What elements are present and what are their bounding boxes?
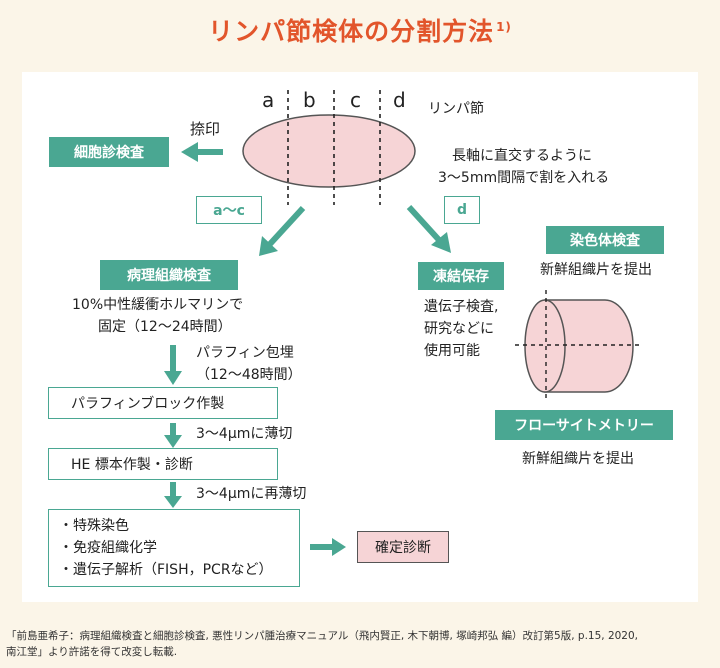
tag-a-to-c: a〜c xyxy=(196,196,262,224)
cylinder-face xyxy=(524,299,566,393)
reference-citation: 「前島亜希子：病理組織検査と細胞診検査, 悪性リンパ腫治療マニュアル（飛内賢正,… xyxy=(6,628,718,660)
special-item-genetic: ・遺伝子解析（FISH，PCRなど） xyxy=(59,562,273,578)
flow-cytometry-box: フローサイトメトリー xyxy=(495,410,673,440)
lymph-node-ellipse xyxy=(242,114,416,188)
frozen-storage-box: 凍結保存 xyxy=(418,262,504,290)
histology-box: 病理組織検査 xyxy=(100,260,238,290)
reference-line2: 南江堂」より許諾を得て改変し転載. xyxy=(6,646,178,658)
flow-arrow-1-head xyxy=(164,371,182,385)
cut-letter-b: b xyxy=(303,88,316,112)
chromosome-note: 新鮮組織片を提出 xyxy=(540,262,652,278)
cut-instruction-line2: 3〜5mm間隔で割を入れる xyxy=(438,170,610,186)
final-diagnosis-box: 確定診断 xyxy=(357,531,449,563)
imprint-arrow-head xyxy=(181,142,198,162)
flow-arrow-2-shaft xyxy=(170,423,176,437)
tag-d: d xyxy=(444,196,480,224)
paraffin-line1: パラフィン包埋 xyxy=(196,345,294,361)
flow-arrow-2-head xyxy=(164,435,182,448)
fixation-line2: 固定（12〜24時間） xyxy=(98,319,232,335)
paraffin-line2: （12〜48時間） xyxy=(196,367,302,383)
flow-cytometry-note: 新鮮組織片を提出 xyxy=(522,451,634,467)
cut-letter-a: a xyxy=(262,88,275,112)
final-arrow-shaft xyxy=(310,544,334,550)
frozen-line2: 研究などに xyxy=(424,321,494,337)
paraffin-block-box: パラフィンブロック作製 xyxy=(48,387,278,419)
flow-arrow-3-head xyxy=(164,496,182,508)
cut-step-2: 3〜4μmに再薄切 xyxy=(196,486,307,502)
fixation-line1: 10%中性緩衝ホルマリンで xyxy=(72,297,244,313)
he-stain-box: HE 標本作製・診断 xyxy=(48,448,278,480)
imprint-label: 捺印 xyxy=(190,120,221,138)
title-text: リンパ節検体の分割方法 xyxy=(208,17,495,46)
ac-arrow-shaft xyxy=(267,205,306,247)
cut-letter-c: c xyxy=(350,88,361,112)
flow-arrow-1-shaft xyxy=(170,345,176,373)
d-arrow-head xyxy=(431,232,451,253)
cut-step-1: 3〜4μmに薄切 xyxy=(196,426,293,442)
special-item-ihc: ・免疫組織化学 xyxy=(59,540,157,556)
special-tests-box: ・特殊染色 ・免疫組織化学 ・遺伝子解析（FISH，PCRなど） xyxy=(48,509,300,587)
frozen-line3: 使用可能 xyxy=(424,343,480,359)
d-arrow-shaft xyxy=(406,204,442,243)
reference-line1: 「前島亜希子：病理組織検査と細胞診検査, 悪性リンパ腫治療マニュアル（飛内賢正,… xyxy=(6,630,639,642)
frozen-line1: 遺伝子検査, xyxy=(424,299,499,315)
title-reference-mark: 1) xyxy=(496,19,512,34)
special-item-staining: ・特殊染色 xyxy=(59,518,129,534)
final-arrow-head xyxy=(332,538,346,556)
cut-instruction-line1: 長軸に直交するように xyxy=(452,148,592,164)
cytology-box: 細胞診検査 xyxy=(49,137,169,167)
chromosome-test-box: 染色体検査 xyxy=(546,226,664,254)
cylinder-body xyxy=(544,299,634,393)
ac-arrow-head xyxy=(259,236,278,256)
lymph-node-label: リンパ節 xyxy=(428,101,484,117)
cut-letter-d: d xyxy=(393,88,406,112)
flow-arrow-3-shaft xyxy=(170,482,176,498)
